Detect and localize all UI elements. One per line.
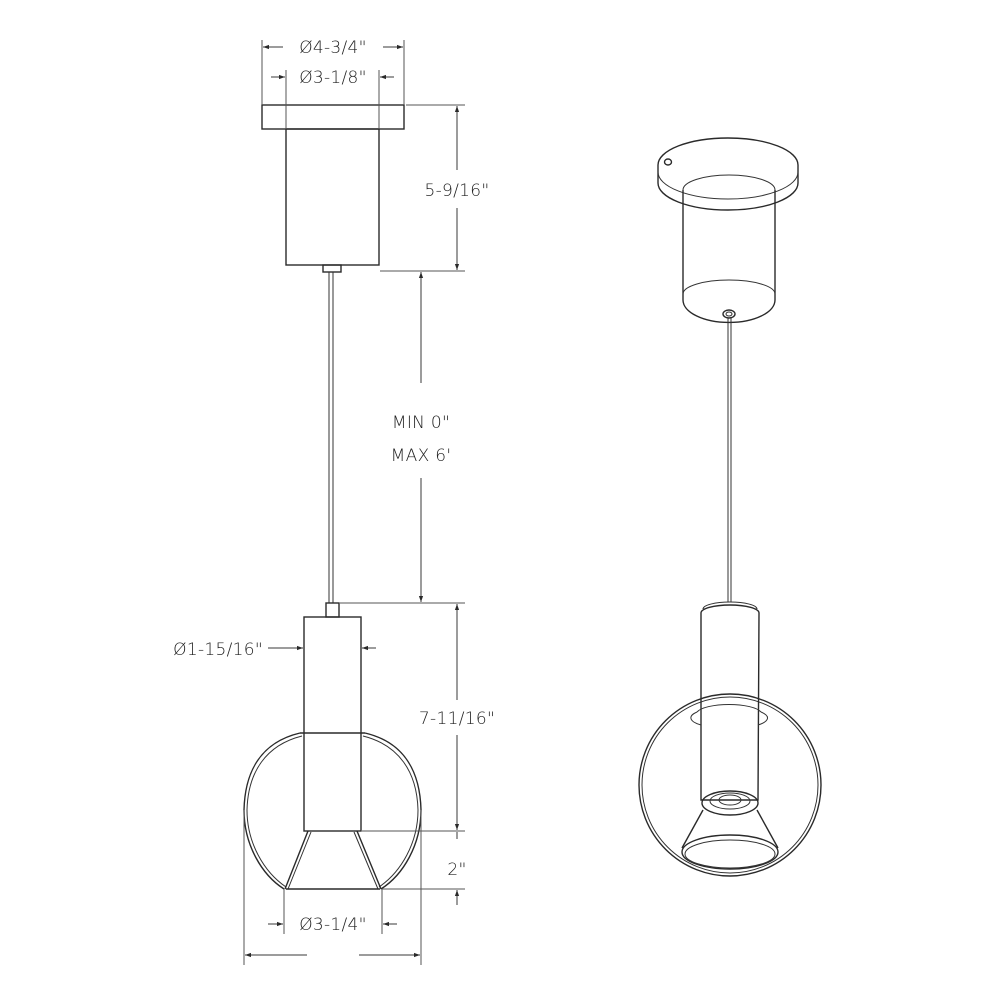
glass-globe-3d [638,693,822,877]
dim-cord-max: MAX 6' [391,446,452,466]
shade-cylinder-3d [700,604,760,801]
cord-grip-shade [325,602,340,618]
dim-shade-cylinder-diameter: Ø1-15/16" [173,640,263,660]
dim-shade-opening-diameter: Ø3-1/4" [299,915,367,935]
shade-cylinder [303,616,362,832]
inner-cone-opening [681,834,779,870]
dim-cord-min: MIN 0" [392,413,450,433]
dim-canopy-body-diameter: Ø3-1/8" [299,68,367,88]
dim-fixture-height: 7-11/16" [419,709,495,729]
canopy-plate [261,104,405,130]
dim-shade-bottom-height: 2" [447,860,466,880]
dim-canopy-diameter: Ø4-3/4" [299,38,367,58]
lens-3d [701,790,759,816]
front-elevation-view: Ø4-3/4" Ø3-1/8" 5-9/16" MIN 0" MAX 6' Ø1… [173,38,495,965]
dim-canopy-height: 5-9/16" [424,181,489,201]
canopy-plate-3d [657,137,799,211]
cord-grip-top [322,264,342,273]
canopy-body [285,128,380,266]
inner-cone [284,830,309,890]
perspective-view [638,137,822,877]
canopy-body-3d [682,190,776,324]
